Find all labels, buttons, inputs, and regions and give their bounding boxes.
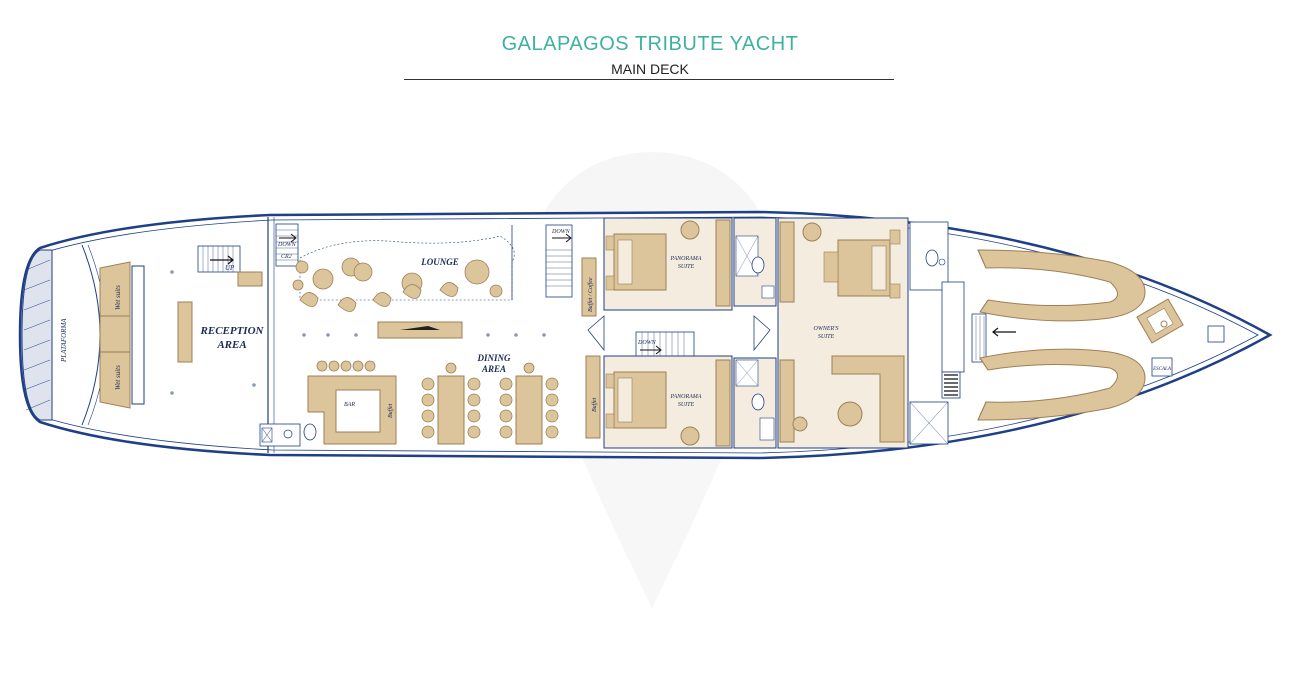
aft-restroom xyxy=(259,423,317,447)
buffet-lower xyxy=(585,355,601,439)
stairs-up xyxy=(197,245,263,287)
panorama-upper-label-2: SUITE xyxy=(678,264,695,270)
lounge-floor xyxy=(299,235,515,301)
escala-box xyxy=(1151,357,1173,377)
wet-suits-label-bottom: Wet suits xyxy=(114,365,122,390)
corridor xyxy=(587,315,771,357)
panorama-upper-label-1: PANORAMA xyxy=(670,256,702,262)
page-title: GALAPAGOS TRIBUTE YACHT xyxy=(501,33,799,55)
buffet-coffee-label: Buffet / Coffee xyxy=(587,277,594,312)
dining-sideboard xyxy=(377,321,463,339)
reception-label-1: RECEPTION xyxy=(200,325,265,337)
owners-suite-label-1: OWNER'S xyxy=(814,326,839,332)
header: GALAPAGOS TRIBUTE YACHT MAIN DECK xyxy=(0,0,1300,90)
page-subtitle: MAIN DECK xyxy=(611,61,689,77)
up-label: UP xyxy=(225,264,235,272)
dining-label-1: DINING xyxy=(476,353,511,363)
plataforma-label: PLATAFORMA xyxy=(60,318,68,363)
bathroom-upper xyxy=(733,217,777,307)
dining-label-2: AREA xyxy=(481,364,506,374)
anchor-hatch xyxy=(1207,325,1225,343)
stairs-down-reception xyxy=(275,223,299,267)
dining-table-1 xyxy=(421,362,481,445)
bathroom-lower xyxy=(733,357,777,449)
fore-deck-stairs xyxy=(941,281,1016,399)
wet-suits-label-top: Wet suits xyxy=(114,285,122,310)
title-divider xyxy=(404,79,894,80)
reception-desk xyxy=(177,301,193,363)
escala-label: ESCALA xyxy=(1152,367,1172,372)
reception-label-2: AREA xyxy=(216,339,246,351)
buffet-bar-label: Buffet xyxy=(387,403,394,418)
down-label-reception: DOWN xyxy=(277,242,297,248)
tender-upper xyxy=(977,249,1146,322)
panorama-suite-lower xyxy=(603,355,733,449)
swim-platform xyxy=(21,249,53,421)
owners-bathroom xyxy=(909,221,949,445)
panorama-lower-label-1: PANORAMA xyxy=(670,394,702,400)
panorama-suite-upper xyxy=(603,217,733,311)
buffet-lower-label: Buffet xyxy=(591,397,598,412)
stairs-down-center xyxy=(545,224,573,298)
panorama-lower-label-2: SUITE xyxy=(678,402,695,408)
lounge-label: LOUNGE xyxy=(420,257,459,267)
bar-label: BAR xyxy=(344,402,355,408)
down-label-stair: DOWN xyxy=(551,229,571,235)
bar-counter xyxy=(307,360,397,445)
lounge-seating xyxy=(292,257,503,312)
dining-table-2 xyxy=(499,362,559,445)
down-label-center: DOWN xyxy=(637,340,657,346)
crane-mount xyxy=(1136,298,1184,344)
owners-suite-label-2: SUITE xyxy=(818,334,835,340)
cr2-label: CR2 xyxy=(281,254,292,260)
tender-lower xyxy=(977,348,1146,421)
wet-suits-bench xyxy=(99,261,145,409)
buffet-coffee xyxy=(581,257,597,317)
owners-suite xyxy=(777,217,909,449)
